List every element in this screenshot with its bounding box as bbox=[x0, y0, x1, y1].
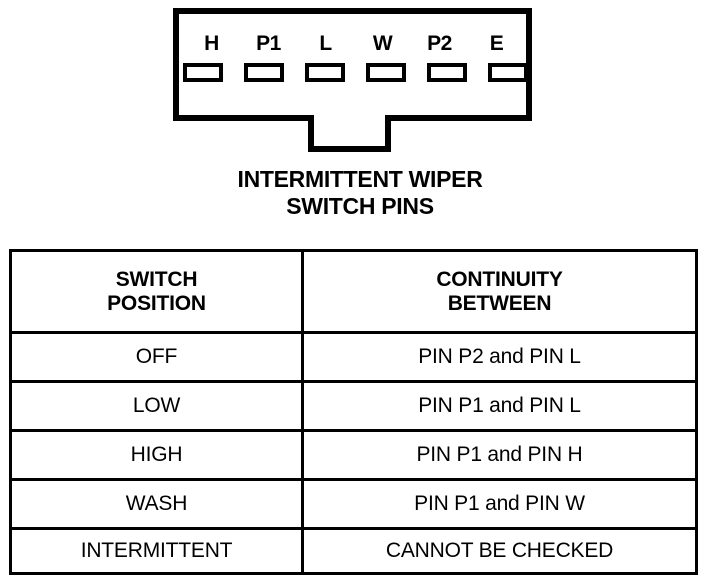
pin-slot-l bbox=[305, 63, 345, 82]
cell-switch-position: HIGH bbox=[9, 429, 304, 481]
table-row: LOW PIN P1 and PIN L bbox=[9, 380, 698, 432]
header-continuity-between-line-2: BETWEEN bbox=[447, 291, 552, 315]
cell-continuity-between: CANNOT BE CHECKED bbox=[301, 527, 698, 575]
header-switch-position-line-1: SWITCH bbox=[115, 267, 198, 291]
switch-continuity-table: SWITCH POSITION CONTINUITY BETWEEN OFF P… bbox=[9, 249, 698, 575]
pin-label-l: L bbox=[319, 32, 332, 55]
cell-continuity-between: PIN P1 and PIN W bbox=[301, 478, 698, 530]
pin-slot-e bbox=[488, 63, 528, 82]
pin-label-w: W bbox=[372, 32, 393, 55]
cell-switch-position: OFF bbox=[9, 331, 304, 383]
cell-continuity-between: PIN P2 and PIN L bbox=[301, 331, 698, 383]
connector-outline bbox=[173, 8, 532, 152]
pin-slot-w bbox=[366, 63, 406, 82]
header-continuity-between-line-1: CONTINUITY bbox=[436, 267, 563, 291]
table-row: HIGH PIN P1 and PIN H bbox=[9, 429, 698, 481]
diagram-caption-line-2: SWITCH PINS bbox=[286, 193, 434, 219]
connector-diagram: H P1 L W P2 E bbox=[0, 0, 720, 160]
cell-continuity-between: PIN P1 and PIN L bbox=[301, 380, 698, 432]
header-continuity-between: CONTINUITY BETWEEN bbox=[301, 249, 698, 334]
connector-body-icon bbox=[173, 8, 532, 152]
pin-label-row: H P1 L W P2 E bbox=[183, 31, 525, 57]
table-row: INTERMITTENT CANNOT BE CHECKED bbox=[9, 527, 698, 575]
cell-switch-position: LOW bbox=[9, 380, 304, 432]
pin-label-e: E bbox=[489, 32, 504, 55]
pin-slot-p2 bbox=[427, 63, 467, 82]
cell-switch-position: INTERMITTENT bbox=[9, 527, 304, 575]
header-switch-position: SWITCH POSITION bbox=[9, 249, 304, 334]
pin-slot-p1 bbox=[244, 63, 284, 82]
table-row: WASH PIN P1 and PIN W bbox=[9, 478, 698, 530]
pin-label-h: H bbox=[204, 32, 219, 55]
cell-continuity-between: PIN P1 and PIN H bbox=[301, 429, 698, 481]
header-switch-position-line-2: POSITION bbox=[107, 291, 206, 315]
pin-slot-h bbox=[183, 63, 223, 82]
pin-label-p2: P2 bbox=[427, 32, 452, 55]
cell-switch-position: WASH bbox=[9, 478, 304, 530]
diagram-caption: INTERMITTENT WIPER SWITCH PINS bbox=[0, 166, 720, 220]
pin-label-p1: P1 bbox=[256, 32, 281, 55]
diagram-caption-line-1: INTERMITTENT WIPER bbox=[237, 166, 483, 192]
table-header-row: SWITCH POSITION CONTINUITY BETWEEN bbox=[9, 249, 698, 334]
table-row: OFF PIN P2 and PIN L bbox=[9, 331, 698, 383]
